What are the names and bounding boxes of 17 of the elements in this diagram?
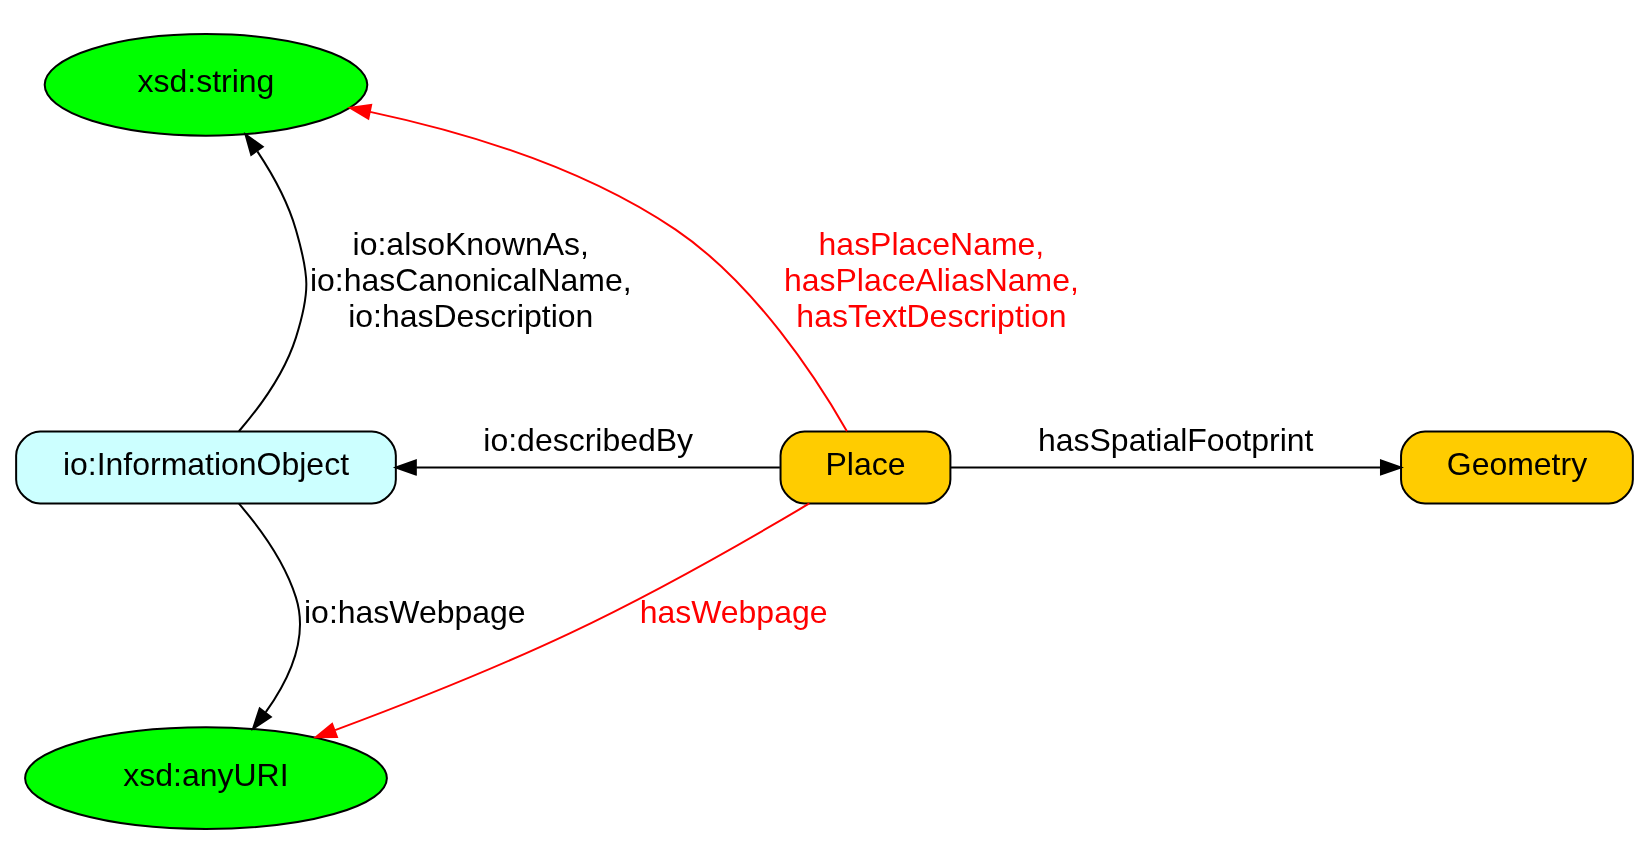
edge-label: hasSpatialFootprint xyxy=(1038,421,1314,458)
edge-label: io:hasWebpage xyxy=(304,593,526,630)
node-ellipse: xsd:anyURI xyxy=(24,725,388,830)
edge-label: hasWebpage xyxy=(639,593,828,630)
edge-label: io:alsoKnownAs, io:hasCanonicalName, io:hasDescription xyxy=(309,225,632,334)
arrow xyxy=(312,501,811,738)
arrow xyxy=(392,458,781,476)
arrow xyxy=(949,458,1404,476)
node-ellipse: xsd:string xyxy=(43,32,369,137)
arrow xyxy=(237,131,308,432)
arrow xyxy=(347,103,848,432)
edge-label: io:describedBy xyxy=(483,421,694,458)
node-box: Place xyxy=(779,430,952,504)
node-box: Geometry xyxy=(1400,430,1634,504)
node-box: io:InformationObject xyxy=(15,430,397,504)
arrow xyxy=(237,502,301,731)
edge-label: hasPlaceName, hasPlaceAliasName, hasTextDescription xyxy=(783,225,1079,334)
